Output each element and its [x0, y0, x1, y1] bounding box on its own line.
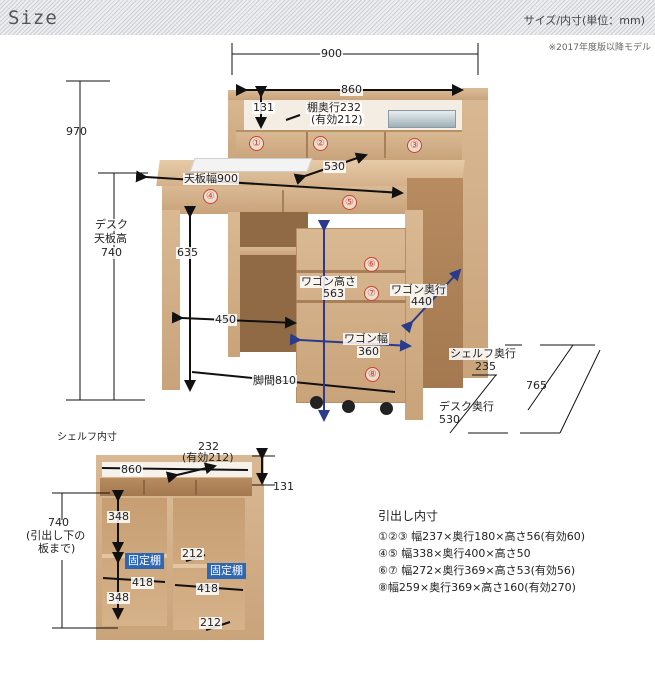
header-bar: Size サイズ/内寸(単位：mm)	[0, 0, 655, 35]
drawer-number-8: ⑧	[365, 367, 380, 382]
top-depth-label: 530	[323, 160, 346, 173]
overall-width-label: 900	[320, 47, 343, 60]
shelf-depth-label: 棚奥行232	[306, 101, 362, 114]
books	[388, 110, 456, 128]
drawer-spec-row: ①②③ 幅237×奥行180×高さ56(有効60)	[378, 530, 586, 543]
shelf-side-depth-label: シェルフ奥行	[449, 347, 517, 360]
shelf-diagram-height-note-1: (引出し下の	[26, 529, 86, 542]
drawer-divider-2	[384, 132, 386, 158]
under-desk-height-label: 635	[176, 246, 199, 259]
desk-depth-value: 530	[439, 413, 460, 426]
desk-height-value: 740	[100, 246, 123, 259]
wagon-width-value: 360	[357, 345, 380, 358]
desk-height-label-2: 天板高	[93, 232, 128, 245]
shelf-diagram-title: シェルフ内寸	[57, 432, 117, 443]
drawer-number-7: ⑦	[364, 286, 379, 301]
drawer-divider-1	[306, 132, 308, 158]
drawer-spec-row: ④⑤ 幅338×奥行400×高さ50	[378, 547, 531, 560]
shelf-diagram-depth-effective: (有効212)	[182, 451, 234, 464]
top-width-label: 天板幅900	[183, 172, 239, 185]
unit-subtitle: サイズ/内寸(単位：mm)	[523, 14, 645, 27]
desk-height-label-1: デスク	[94, 218, 129, 231]
shelf-center-divider	[167, 496, 173, 634]
desk-depth-label: デスク奥行	[439, 400, 494, 413]
drawer-number-2: ②	[313, 136, 328, 151]
shelf-depth-effective-label: (有効212)	[310, 113, 364, 126]
leg-span-label: 脚間810	[252, 374, 297, 387]
wagon-caster-2	[342, 400, 355, 413]
drawer-number-3: ③	[407, 138, 422, 153]
wagon-depth-label: ワゴン奥行	[390, 283, 447, 296]
shelf-inner-depth-bottom: 212	[199, 616, 222, 629]
shelf-diagram-height-top: 131	[273, 480, 294, 493]
apron-divider	[282, 190, 284, 212]
shelf-diagram-height-value: 740	[48, 516, 69, 529]
drawer-number-6: ⑥	[364, 257, 379, 272]
shelf-diagram-depth: 232	[198, 440, 219, 453]
fixed-shelf-tag-right: 固定棚	[207, 563, 246, 579]
wagon-seam-1	[296, 270, 406, 273]
wagon-height-label: ワゴン高さ	[300, 275, 357, 288]
fixed-shelf-tag-left: 固定棚	[125, 553, 164, 569]
hutch-right-side	[462, 88, 488, 378]
wagon-height-value: 563	[322, 287, 345, 300]
shelf-upper-height: 348	[107, 510, 130, 523]
shelf-side-depth-value: 235	[475, 360, 496, 373]
inner-shelf	[238, 247, 308, 255]
wagon-width-label: ワゴン幅	[343, 332, 389, 345]
under-width-label: 450	[214, 313, 237, 326]
model-note: ※2017年度版以降モデル	[548, 43, 651, 53]
drawer-spec-row: ⑥⑦ 幅272×奥行369×高さ53(有効56)	[378, 564, 576, 577]
desk-front-left-leg	[162, 210, 180, 390]
shelf-inner-depth-mid: 212	[181, 547, 204, 560]
shelf-height-label: 131	[252, 101, 275, 114]
shelf-inner-width-right: 418	[196, 582, 219, 595]
page-title: Size	[8, 7, 58, 29]
overall-height-label: 970	[66, 125, 87, 138]
wagon-body	[296, 228, 406, 403]
wagon-seam-2	[296, 300, 406, 303]
shelf-drawer-divider-2	[195, 480, 197, 495]
shelf-diagram-width: 860	[120, 463, 143, 476]
drawer-specs: 引出し内寸 ①②③ 幅237×奥行180×高さ56(有効60) ④⑤ 幅338×…	[378, 508, 585, 596]
total-depth-label: 765	[526, 379, 547, 392]
drawer-number-1: ①	[249, 136, 264, 151]
drawer-spec-row: ⑧幅259×奥行369×高さ160(有効270)	[378, 581, 576, 594]
shelf-lower-height: 348	[107, 591, 130, 604]
shelf-diagram-height-note-2: 板まで)	[38, 542, 76, 555]
shelf-drawer-divider-1	[143, 480, 145, 495]
shelf-width-label: 860	[340, 83, 363, 96]
wagon-caster-3	[380, 402, 393, 415]
wagon-depth-value: 440	[410, 295, 433, 308]
shelf-inner-width-left: 418	[131, 576, 154, 589]
drawer-specs-title: 引出し内寸	[378, 509, 439, 523]
